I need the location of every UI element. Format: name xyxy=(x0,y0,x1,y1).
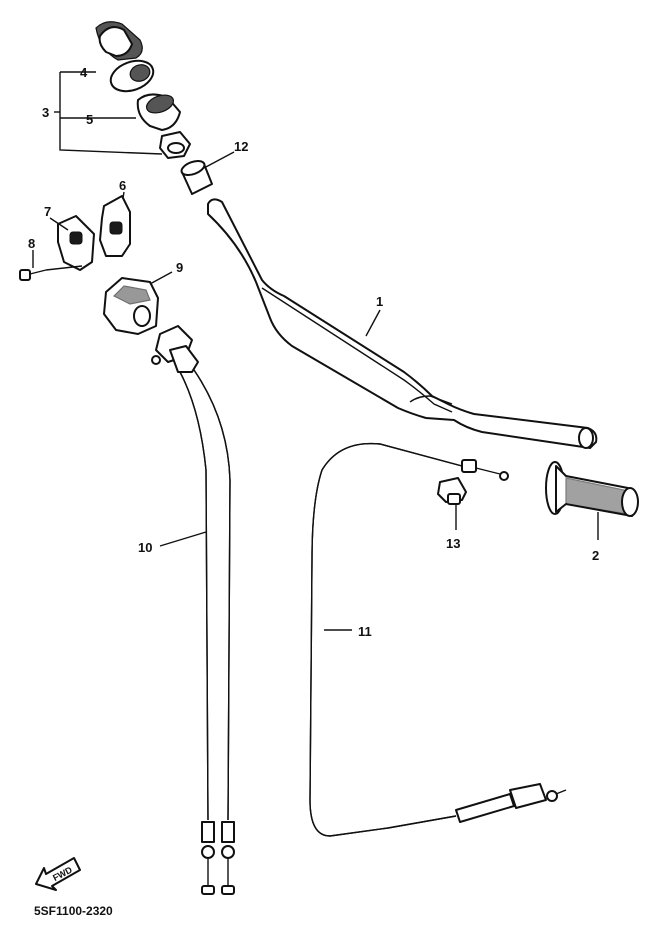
callout-4: 4 xyxy=(80,65,88,80)
adjuster-part-13 xyxy=(437,477,467,530)
callout-3: 3 xyxy=(42,105,49,120)
callout-2: 2 xyxy=(592,548,599,563)
throttle-housing-part-9 xyxy=(103,271,173,335)
callout-bracket-3 xyxy=(54,71,163,155)
callout-8: 8 xyxy=(28,236,35,251)
holder-part-7 xyxy=(49,215,95,271)
diagram-code: 5SF1100-2320 xyxy=(34,904,113,918)
handlebar-part-1 xyxy=(207,198,598,449)
holder-part-6 xyxy=(99,191,131,257)
callout-9: 9 xyxy=(176,260,183,275)
throttle-cable-part-10 xyxy=(151,325,235,895)
callout-7: 7 xyxy=(44,204,51,219)
callout-5: 5 xyxy=(86,112,93,127)
clutch-cable-part-11 xyxy=(309,442,567,837)
callout-12: 12 xyxy=(234,139,248,154)
bolt-part-8 xyxy=(19,250,83,281)
grip-part-2 xyxy=(545,461,639,540)
callout-13: 13 xyxy=(446,536,460,551)
callout-10: 10 xyxy=(138,540,152,555)
collar-part-12 xyxy=(180,151,235,195)
throttle-grip-assembly xyxy=(95,21,191,159)
callout-6: 6 xyxy=(119,178,126,193)
callout-1: 1 xyxy=(376,294,383,309)
fwd-arrow-icon: FWD xyxy=(35,857,81,891)
callout-11: 11 xyxy=(358,624,372,639)
